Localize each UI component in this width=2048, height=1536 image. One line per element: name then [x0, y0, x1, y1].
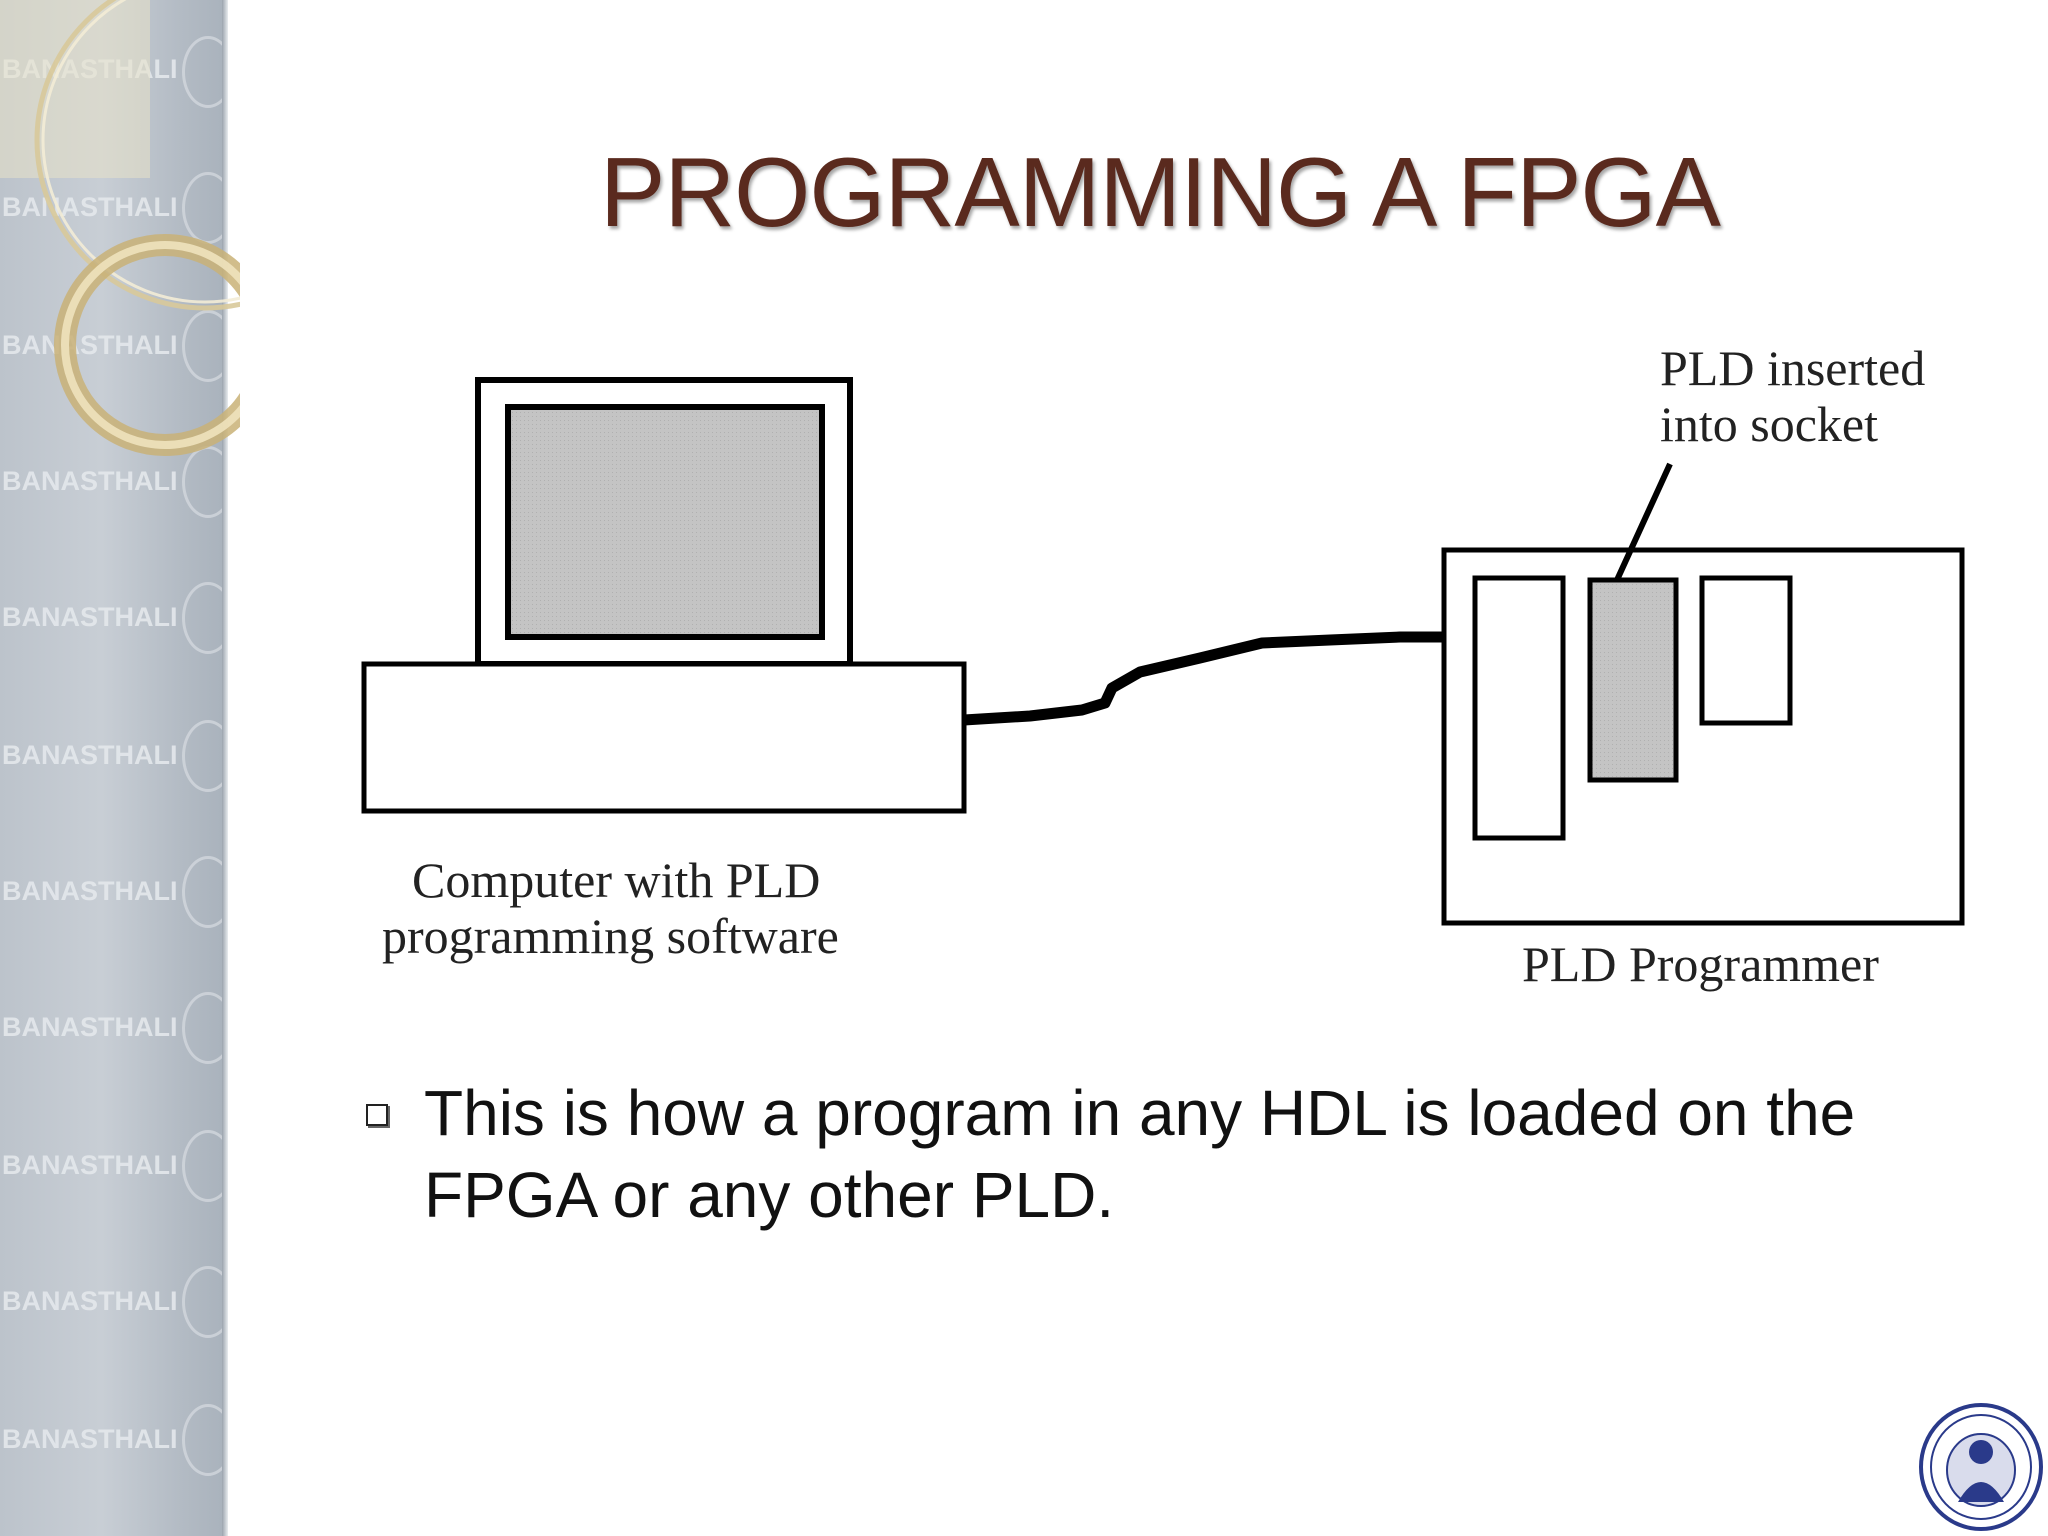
watermark-text: BANASTHALI [2, 192, 178, 222]
watermark-seal-icon [182, 582, 226, 654]
computer-base [361, 661, 967, 814]
bullet-square-icon [366, 1104, 388, 1126]
watermark-text: BANASTHALI [2, 1012, 178, 1042]
computer-label-line2: programming software [382, 908, 839, 964]
pld-chip [1587, 577, 1679, 783]
socket-right [1699, 575, 1793, 726]
watermark-text: BANASTHALI [2, 602, 178, 632]
connection-cable [963, 631, 1444, 726]
watermark-text: BANASTHALI [2, 876, 178, 906]
socket-left [1472, 575, 1566, 841]
university-seal-icon [1919, 1403, 2043, 1531]
monitor-screen [505, 404, 825, 640]
watermark-text: BANASTHALI [2, 330, 178, 360]
pld-programmer-icon [1441, 547, 1965, 926]
watermark-seal-icon [182, 310, 226, 382]
slide-title: PROGRAMMING A FPGA [599, 137, 1721, 247]
watermark-seal-icon [182, 36, 226, 108]
watermark-seal-icon [182, 992, 226, 1064]
watermark-text: BANASTHALI [2, 740, 178, 770]
watermark-seal-icon [182, 1130, 226, 1202]
watermark-seal-icon [182, 1266, 226, 1338]
watermark-text: BANASTHALI [2, 1286, 178, 1316]
bullet-text: This is how a program in any HDL is load… [424, 1077, 1856, 1231]
socket-label-line1: PLD inserted [1660, 340, 1926, 396]
decorative-rings [0, 0, 240, 456]
sidebar-edge [222, 0, 228, 1536]
programmer-label: PLD Programmer [1522, 936, 1879, 992]
watermark-seal-icon [182, 1404, 226, 1476]
watermark-text: BANASTHALI [2, 1424, 178, 1454]
watermark-text: BANASTHALI [2, 1150, 178, 1180]
watermark-seal-icon [182, 720, 226, 792]
socket-pointer-line [1614, 462, 1673, 582]
computer-label-line1: Computer with PLD [412, 852, 821, 908]
socket-label-line2: into socket [1660, 396, 1879, 452]
watermark-seal-icon [182, 856, 226, 928]
watermark-text: BANASTHALI [2, 466, 178, 496]
computer-icon [361, 377, 967, 814]
